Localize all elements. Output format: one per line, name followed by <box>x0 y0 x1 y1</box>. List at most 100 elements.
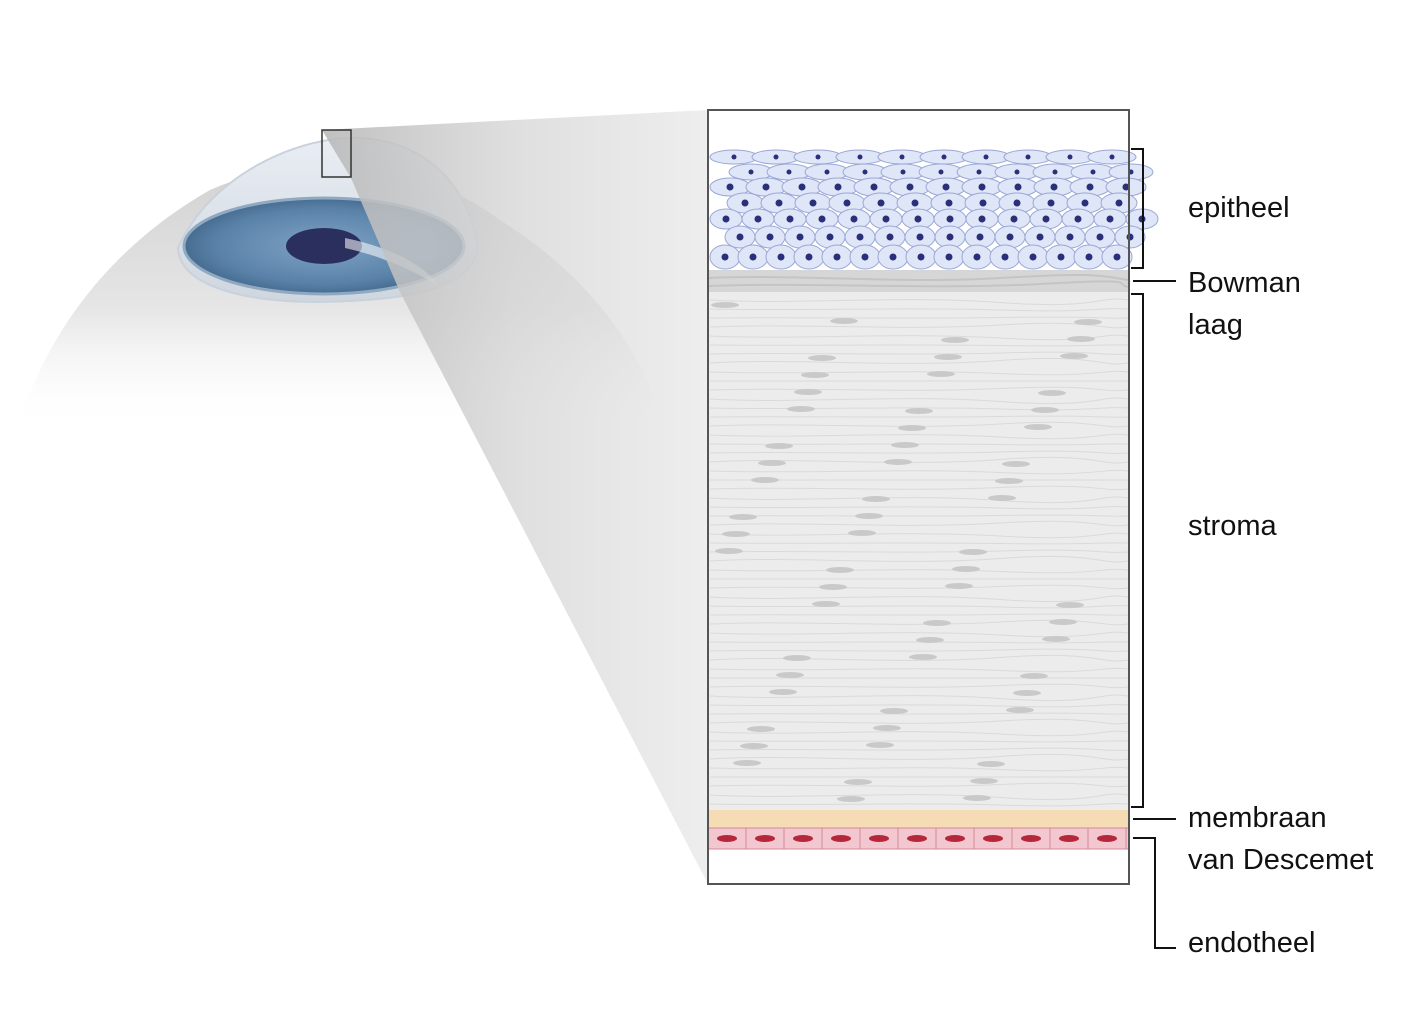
epithelium-nucleus <box>914 215 922 223</box>
epithelium-nucleus <box>1014 183 1022 191</box>
keratocyte <box>1024 424 1052 430</box>
label-descemet: membraan <box>1188 802 1327 834</box>
epithelium-nucleus <box>824 169 830 175</box>
epithelium-nucleus <box>736 233 744 241</box>
stroma-fiber <box>709 654 1129 662</box>
keratocyte <box>959 549 987 555</box>
epithelium-nucleus <box>754 215 762 223</box>
stroma-fiber <box>709 613 1129 616</box>
keratocyte <box>941 337 969 343</box>
endothelium-nucleus <box>1097 835 1117 842</box>
stroma-fiber <box>709 520 1129 527</box>
stroma-fiber <box>709 316 1129 319</box>
keratocyte <box>1020 673 1048 679</box>
stroma-fiber <box>709 555 1129 563</box>
section-frame <box>707 109 1130 885</box>
stroma-fiber <box>709 793 1129 801</box>
stroma-fiber <box>709 351 1129 355</box>
keratocyte <box>1038 390 1066 396</box>
epithelium-layer <box>709 149 1159 270</box>
epithelium-nucleus <box>1010 215 1018 223</box>
keratocyte <box>916 637 944 643</box>
cornea-section <box>707 109 1159 885</box>
keratocyte <box>963 795 991 801</box>
epithelium-nucleus <box>906 183 914 191</box>
stroma-fiber <box>709 415 1129 418</box>
epithelium-nucleus <box>818 215 826 223</box>
stroma-fiber <box>709 782 1129 788</box>
stroma-fiber <box>709 308 1129 312</box>
keratocyte <box>801 372 829 378</box>
keratocyte <box>787 406 815 412</box>
endothelium-leader <box>1133 837 1176 949</box>
descemet-membrane <box>708 810 1129 828</box>
epithelium-nucleus <box>976 233 984 241</box>
epithelium-nucleus <box>766 233 774 241</box>
epithelium-nucleus <box>877 199 885 207</box>
epithelium-nucleus <box>748 169 754 175</box>
epithelium-nucleus <box>1090 169 1096 175</box>
epithelium-nucleus <box>1052 169 1058 175</box>
epithelium-nucleus <box>978 215 986 223</box>
endothelium-nucleus <box>983 835 1003 842</box>
epithelium-nucleus <box>777 253 785 261</box>
epithelium-nucleus <box>938 169 944 175</box>
epithelium-nucleus <box>1001 253 1009 261</box>
epithelium-nucleus <box>946 233 954 241</box>
keratocyte <box>837 796 865 802</box>
keratocyte <box>995 478 1023 484</box>
epithelium-nucleus <box>870 183 878 191</box>
keratocyte <box>733 760 761 766</box>
epithelium-nucleus <box>861 253 869 261</box>
keratocyte <box>862 496 890 502</box>
keratocyte <box>819 584 847 590</box>
epithelium-nucleus <box>917 253 925 261</box>
keratocyte <box>812 601 840 607</box>
epithelium-nucleus <box>749 253 757 261</box>
stroma-fiber <box>709 456 1129 464</box>
epithelium-nucleus <box>946 215 954 223</box>
endothelium-nucleus <box>1021 835 1041 842</box>
keratocyte <box>880 708 908 714</box>
stroma-fiber <box>709 421 1129 428</box>
epithelium-nucleus <box>1013 199 1021 207</box>
epithelium-nucleus <box>815 154 821 160</box>
epithelium-nucleus <box>1109 154 1115 160</box>
stroma-fiber <box>709 712 1129 715</box>
epithelium-nucleus <box>786 169 792 175</box>
epithelium-nucleus <box>796 233 804 241</box>
keratocyte <box>923 620 951 626</box>
bowman-texture <box>707 273 1130 288</box>
epithelium-nucleus <box>1113 253 1121 261</box>
stroma-fiber <box>709 683 1129 689</box>
label-stroma: stroma <box>1188 510 1278 542</box>
stroma-fiber <box>709 718 1129 725</box>
epithelium-nucleus <box>1096 233 1104 241</box>
epithelium-nucleus <box>762 183 770 191</box>
keratocyte <box>873 725 901 731</box>
keratocyte <box>715 548 743 554</box>
keratocyte <box>751 477 779 483</box>
endothelium-nucleus <box>945 835 965 842</box>
epithelium-nucleus <box>1122 183 1130 191</box>
stroma-fiber <box>709 667 1129 673</box>
bowman-layer <box>708 270 1129 292</box>
keratocyte <box>970 778 998 784</box>
keratocyte <box>952 566 980 572</box>
epithelium-nucleus <box>979 199 987 207</box>
keratocyte <box>977 761 1005 767</box>
epithelium-nucleus <box>1106 215 1114 223</box>
epithelium-nucleus <box>1050 183 1058 191</box>
stroma-fiber <box>709 542 1129 545</box>
epithelium-nucleus <box>805 253 813 261</box>
epithelium-nucleus <box>916 233 924 241</box>
epithelium-nucleus <box>833 253 841 261</box>
keratocyte <box>945 583 973 589</box>
stroma-fiber <box>709 506 1129 510</box>
keratocyte <box>740 743 768 749</box>
stroma-fiber <box>709 357 1129 365</box>
keratocyte <box>776 672 804 678</box>
keratocyte <box>988 495 1016 501</box>
stroma-fiber <box>709 397 1129 405</box>
